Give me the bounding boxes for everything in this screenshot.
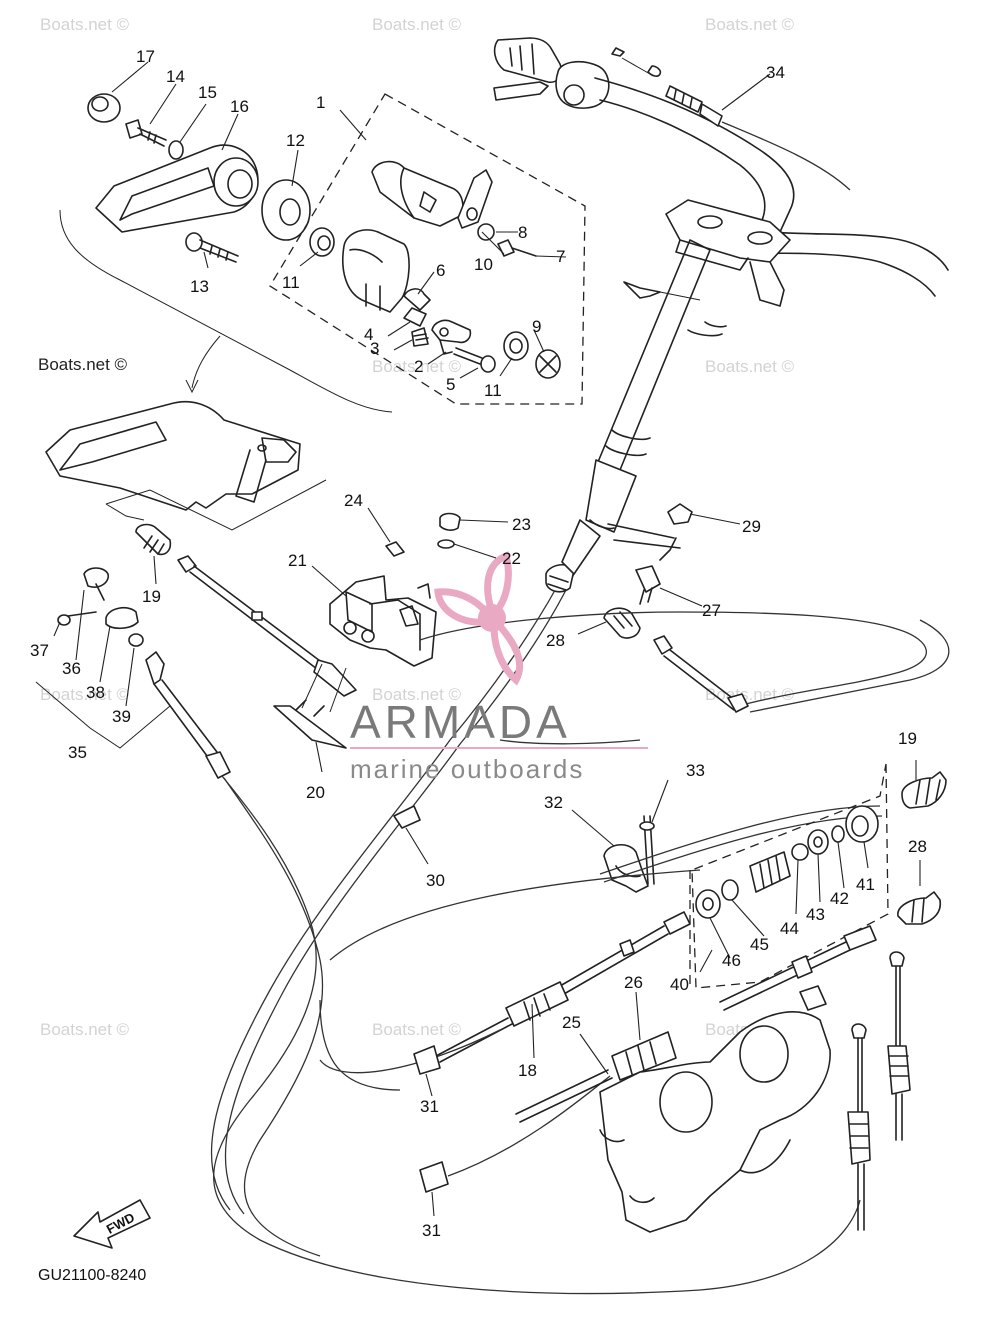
callout-22: 22	[502, 549, 521, 568]
handlebar-assembly	[493, 37, 949, 533]
callout-25: 25	[562, 1013, 581, 1032]
callout-33: 33	[686, 761, 705, 780]
callout-19a: 19	[142, 587, 161, 606]
callout-18: 18	[518, 1061, 537, 1080]
callout-9: 9	[532, 317, 541, 336]
watermark: Boats.net ©	[372, 1020, 462, 1039]
callout-3: 3	[370, 339, 379, 358]
callout-17: 17	[136, 47, 155, 66]
callout-4: 4	[364, 325, 373, 344]
callout-36: 36	[62, 659, 81, 678]
watermark: Boats.net ©	[38, 355, 128, 374]
callout-31b: 31	[422, 1221, 441, 1240]
callout-21: 21	[288, 551, 307, 570]
callout-7: 7	[556, 247, 565, 266]
callout-26: 26	[624, 973, 643, 992]
callout-37: 37	[30, 641, 49, 660]
diagram-code: GU21100-8240	[38, 1267, 146, 1284]
cable-assembly-right-upper	[419, 503, 950, 745]
callout-41: 41	[856, 875, 875, 894]
callout-31a: 31	[420, 1097, 439, 1116]
watermark: Boats.net ©	[705, 15, 795, 34]
callout-28b: 28	[908, 837, 927, 856]
callout-8: 8	[518, 223, 527, 242]
callout-46: 46	[722, 951, 741, 970]
callout-13: 13	[190, 277, 209, 296]
callout-16: 16	[230, 97, 249, 116]
callout-labels: 1 2 3 4 5 6 7 8 9 10 11 11 12 13 14 15 1…	[30, 47, 927, 1240]
leader-lines	[53, 61, 921, 1217]
callout-15: 15	[198, 83, 217, 102]
propeller-icon	[434, 551, 524, 686]
callout-39: 39	[112, 707, 131, 726]
callout-34: 34	[766, 63, 785, 82]
brand-name: ARMADA	[350, 696, 571, 748]
callout-45: 45	[750, 935, 769, 954]
callout-10: 10	[474, 255, 493, 274]
callout-44: 44	[780, 919, 799, 938]
callout-11a: 11	[282, 273, 300, 292]
callout-42: 42	[830, 889, 849, 908]
callout-11b: 11	[484, 381, 502, 400]
watermark: Boats.net ©	[40, 15, 130, 34]
callout-38: 38	[86, 683, 105, 702]
callout-29: 29	[742, 517, 761, 536]
callout-35: 35	[68, 743, 87, 762]
callout-6: 6	[436, 261, 445, 280]
fwd-arrow-icon: FWD	[73, 1199, 151, 1249]
lower-cable-assembly	[319, 763, 947, 1233]
callout-12: 12	[286, 131, 305, 150]
watermark: Boats.net ©	[40, 685, 130, 704]
callout-24: 24	[344, 491, 363, 510]
lever-assembly	[45, 93, 586, 531]
callout-23: 23	[512, 515, 531, 534]
watermark: Boats.net ©	[705, 357, 795, 376]
brand-tagline: marine outboards	[350, 754, 584, 784]
callout-27: 27	[702, 601, 721, 620]
callout-2: 2	[414, 357, 423, 376]
watermark: Boats.net ©	[372, 15, 462, 34]
callout-30: 30	[426, 871, 445, 890]
callout-28a: 28	[546, 631, 565, 650]
callout-1: 1	[316, 93, 325, 112]
callout-14: 14	[166, 67, 185, 86]
callout-40: 40	[670, 975, 689, 994]
watermark: Boats.net ©	[705, 685, 795, 704]
callout-20: 20	[306, 783, 325, 802]
brand-logo: ARMADA marine outboards	[350, 551, 648, 784]
watermark: Boats.net ©	[372, 685, 462, 704]
callout-32: 32	[544, 793, 563, 812]
callout-43: 43	[806, 905, 825, 924]
watermark: Boats.net ©	[372, 357, 462, 376]
callout-19b: 19	[898, 729, 917, 748]
callout-5: 5	[446, 375, 455, 394]
cable-assembly-left	[35, 512, 861, 1295]
cable-30	[210, 519, 601, 1215]
watermark: Boats.net ©	[40, 1020, 130, 1039]
